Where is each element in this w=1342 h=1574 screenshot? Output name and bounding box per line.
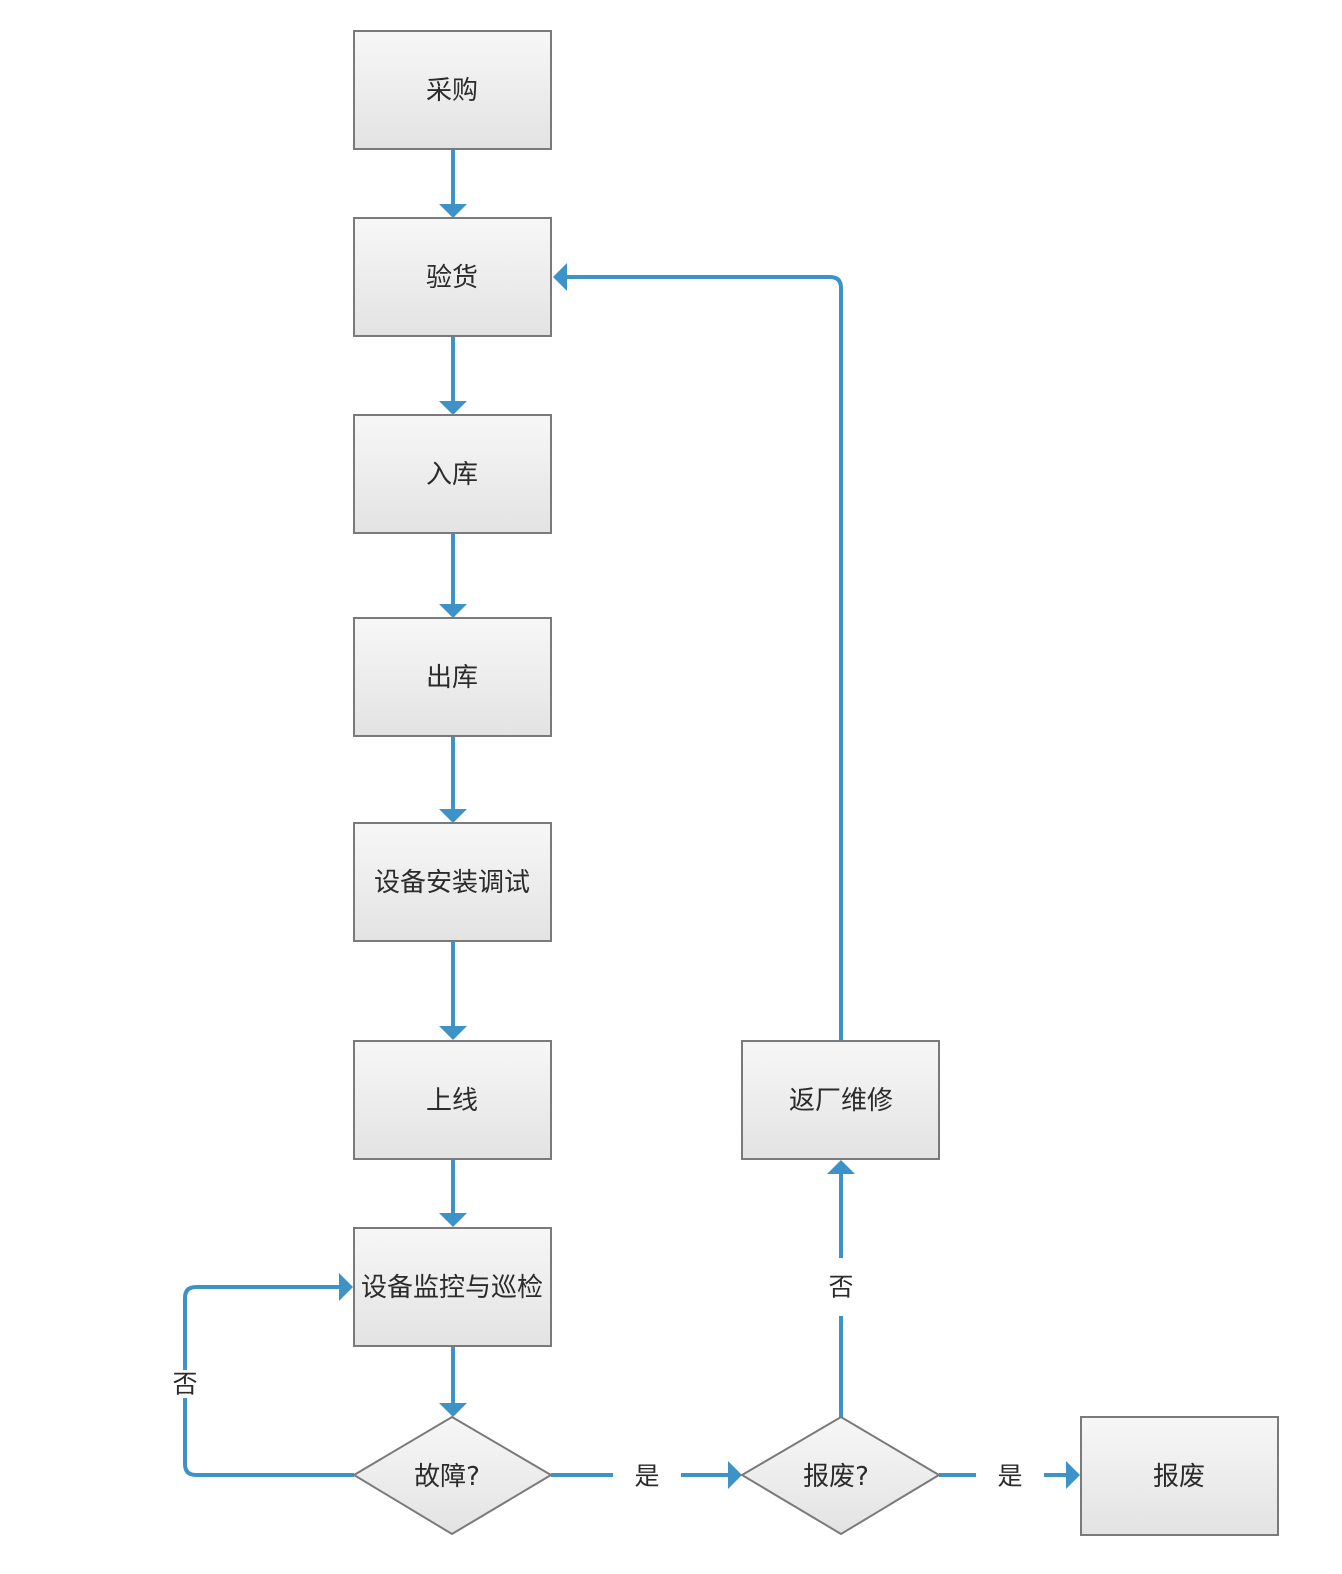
label-fault-no: 否 <box>172 1370 197 1399</box>
decision-diamond <box>352 1415 553 1536</box>
process-box <box>1080 1416 1279 1536</box>
label-scrapcheck-yes: 是 <box>997 1462 1022 1491</box>
node-label: 入库 <box>426 460 478 490</box>
node-label: 验货 <box>426 263 478 293</box>
node-purchase: 采购 <box>353 30 552 150</box>
node-fault-decision: 故障? <box>352 1415 553 1536</box>
arrowhead <box>728 1461 742 1489</box>
edge-labels: 否 是 否 是 <box>172 1273 1022 1491</box>
process-box <box>353 617 552 737</box>
label-scrapcheck-no: 否 <box>828 1273 853 1302</box>
node-label: 报废 <box>1153 1462 1205 1492</box>
edges <box>183 149 1080 1489</box>
arrowhead <box>553 263 567 291</box>
edge-fault-no-loop <box>183 1398 354 1477</box>
process-box <box>741 1040 940 1160</box>
edge-fault-no-loop-upper <box>183 1285 340 1370</box>
arrowhead <box>439 1026 467 1040</box>
arrowhead <box>827 1160 855 1174</box>
arrowhead <box>439 204 467 218</box>
node-online: 上线 <box>353 1040 552 1160</box>
node-label: 返厂维修 <box>789 1086 893 1116</box>
node-scrap-decision: 报废? <box>740 1415 941 1536</box>
process-box <box>353 1227 552 1347</box>
arrowhead <box>339 1273 353 1301</box>
process-box <box>353 822 552 942</box>
arrowhead <box>439 1213 467 1227</box>
node-label: 设备监控与巡检 <box>361 1273 543 1303</box>
process-box <box>353 217 552 337</box>
edge-repair-inspect <box>566 275 843 1041</box>
label-fault-yes: 是 <box>634 1462 659 1491</box>
node-scrap: 报废 <box>1080 1416 1279 1536</box>
node-monitor: 设备监控与巡检 <box>353 1227 552 1347</box>
node-label: 出库 <box>426 663 478 693</box>
process-box <box>353 30 552 150</box>
arrowhead <box>1066 1461 1080 1489</box>
node-inspect: 验货 <box>353 217 552 337</box>
arrowhead <box>439 1403 467 1417</box>
node-stock-in: 入库 <box>353 414 552 534</box>
arrowhead <box>439 401 467 415</box>
node-label: 设备安装调试 <box>374 868 530 898</box>
process-box <box>353 414 552 534</box>
node-install: 设备安装调试 <box>353 822 552 942</box>
node-stock-out: 出库 <box>353 617 552 737</box>
arrowhead <box>439 604 467 618</box>
process-box <box>353 1040 552 1160</box>
node-label: 上线 <box>426 1086 478 1116</box>
decision-diamond <box>740 1415 941 1536</box>
node-repair: 返厂维修 <box>741 1040 940 1160</box>
node-label: 采购 <box>426 76 478 106</box>
arrowhead <box>439 809 467 823</box>
node-label: 故障? <box>414 1462 480 1492</box>
node-label: 报废? <box>803 1462 869 1492</box>
